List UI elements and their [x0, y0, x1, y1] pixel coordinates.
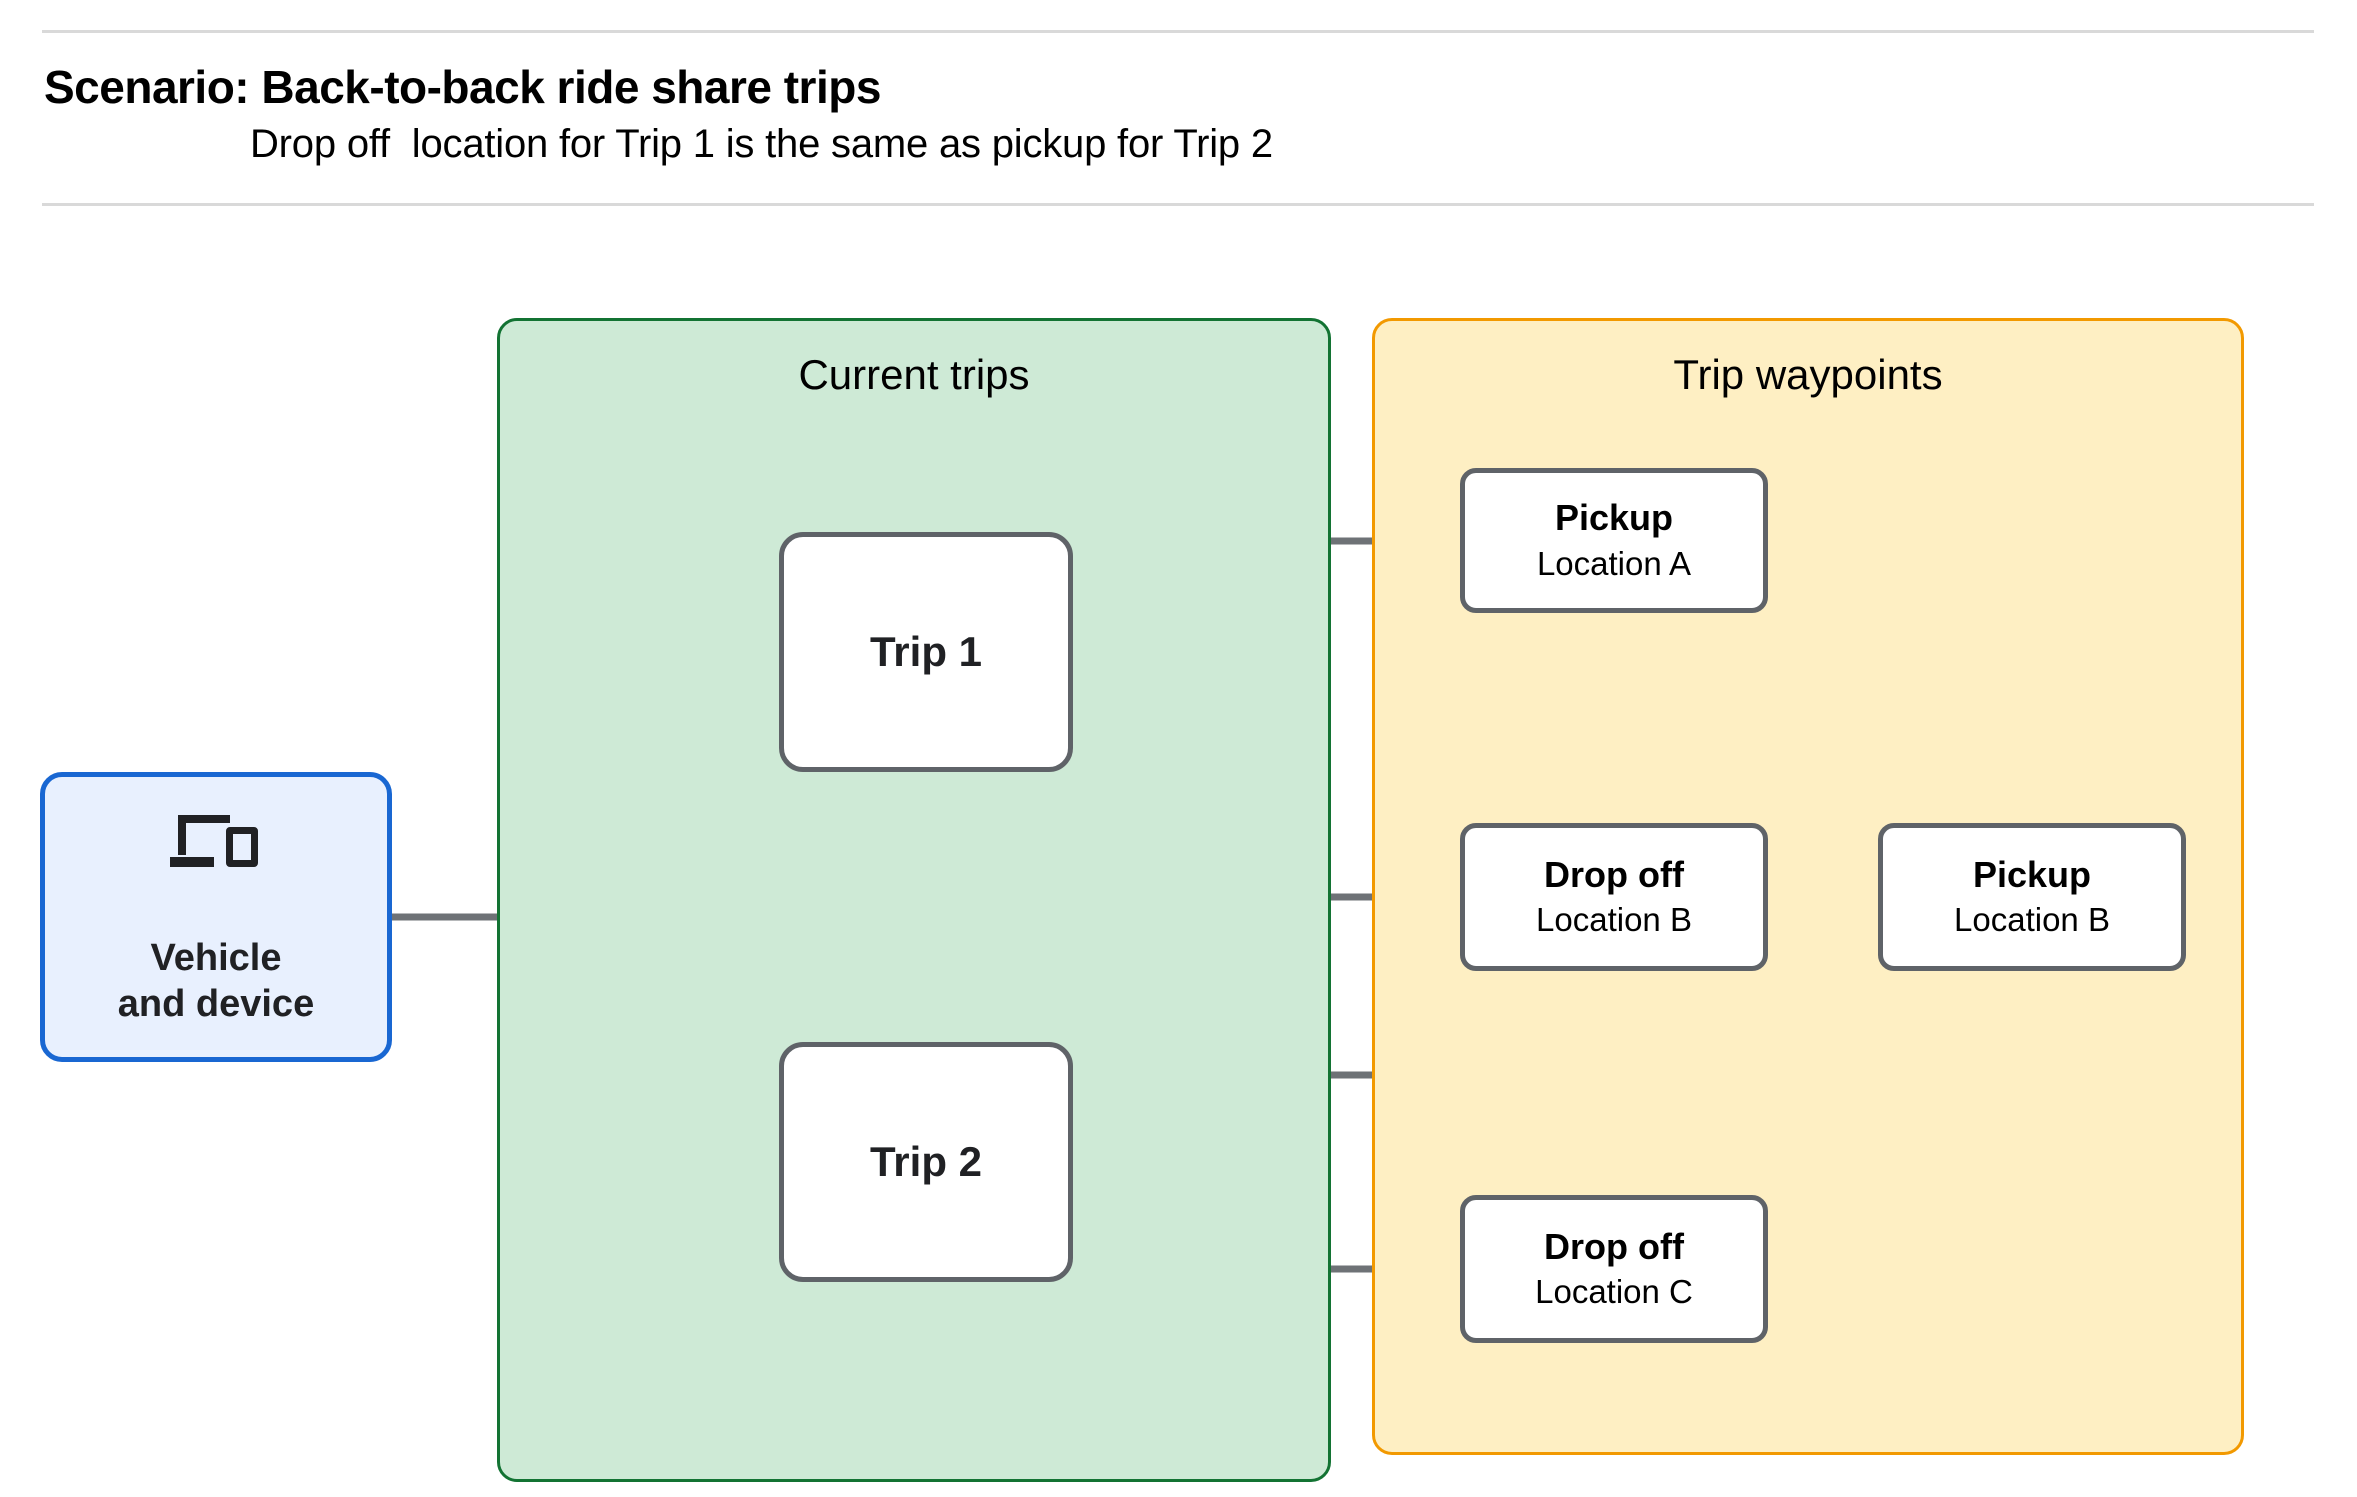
trip-2-label: Trip 2: [869, 1138, 983, 1185]
page-subtitle: Drop off location for Trip 1 is the same…: [250, 122, 1273, 166]
group-title-current-trips: Current trips: [798, 351, 1030, 398]
header-divider-top: [42, 30, 2314, 33]
trip-2-node[interactable]: Trip 2: [779, 1042, 1073, 1282]
header-band: Scenario: Back-to-back ride share trips …: [0, 0, 2357, 207]
waypoint-pickup-a-title: Pickup: [1554, 497, 1674, 539]
header-divider-bottom: [42, 203, 2314, 206]
vehicle-and-device-label: Vehicle and device: [117, 936, 315, 1025]
waypoint-dropoff-c-location: Location C: [1535, 1273, 1693, 1311]
waypoint-pickup-b-title: Pickup: [1972, 853, 2092, 895]
waypoint-pickup-a-location: Location A: [1536, 544, 1692, 582]
vehicle-and-device-node[interactable]: Vehicle and device: [40, 772, 392, 1062]
waypoint-dropoff-c-node[interactable]: Drop off Location C: [1460, 1195, 1768, 1343]
devices-icon: [170, 814, 258, 867]
group-title-trip-waypoints: Trip waypoints: [1673, 351, 1943, 398]
waypoint-pickup-a-node[interactable]: Pickup Location A: [1460, 468, 1768, 613]
group-current-trips: Current trips: [497, 318, 1331, 1482]
waypoint-dropoff-b-title: Drop off: [1544, 853, 1684, 895]
waypoint-pickup-b-node[interactable]: Pickup Location B: [1878, 823, 2186, 971]
trip-1-node[interactable]: Trip 1: [779, 532, 1073, 772]
page-title: Scenario: Back-to-back ride share trips: [44, 61, 881, 113]
waypoint-dropoff-b-node[interactable]: Drop off Location B: [1460, 823, 1768, 971]
waypoint-dropoff-c-title: Drop off: [1544, 1225, 1684, 1267]
waypoint-pickup-b-location: Location B: [1954, 901, 2110, 939]
waypoint-dropoff-b-location: Location B: [1536, 901, 1692, 939]
trip-1-label: Trip 1: [869, 628, 983, 675]
